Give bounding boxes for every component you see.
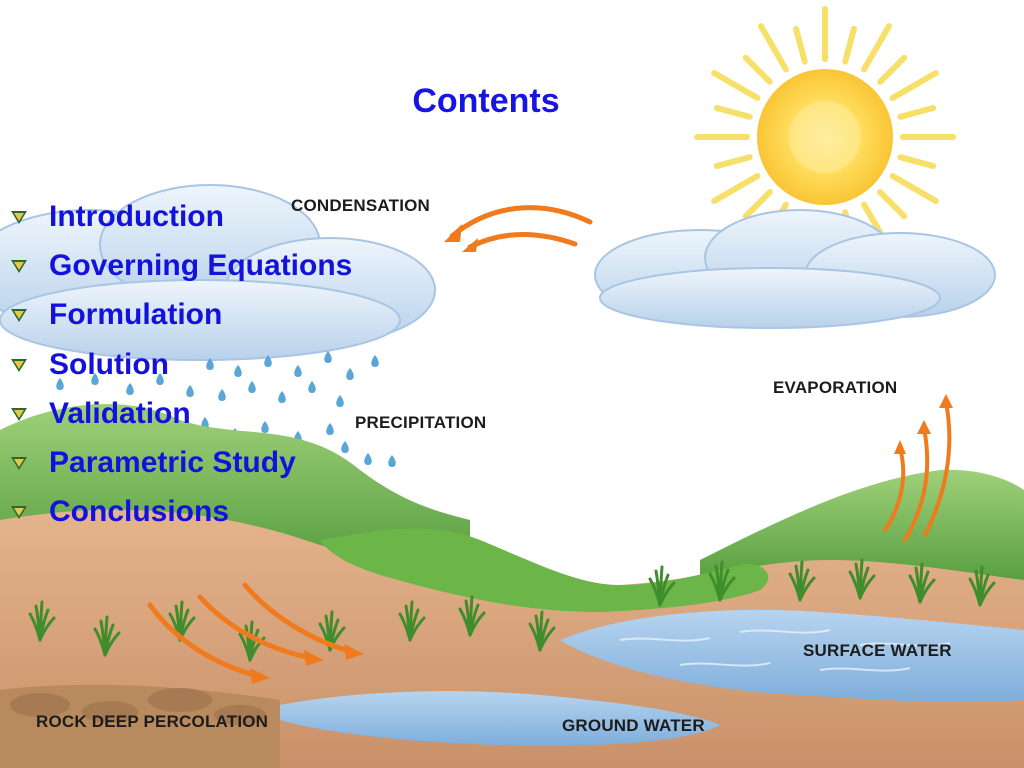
- sun-ray: [742, 189, 773, 220]
- raindrop: [294, 365, 302, 377]
- list-item: Solution: [10, 340, 352, 389]
- grass-blade: [978, 581, 996, 607]
- grass-blade: [38, 616, 56, 642]
- raindrop: [308, 381, 316, 393]
- arrow-icon: [894, 394, 953, 454]
- raindrop: [341, 441, 349, 453]
- triangle-down-bullet-icon: [11, 259, 27, 273]
- sun-ray: [877, 54, 908, 85]
- grass-blade: [468, 611, 486, 637]
- sun-ray: [711, 70, 761, 101]
- list-item: Formulation: [10, 291, 352, 340]
- triangle-down-bullet-icon: [11, 457, 27, 471]
- raindrop: [91, 373, 99, 385]
- raindrop: [56, 378, 64, 390]
- list-item-label: Solution: [49, 347, 169, 381]
- sun-ray: [711, 173, 761, 204]
- list-item-label: Validation: [49, 396, 191, 430]
- raindrop: [278, 391, 286, 403]
- list-item-label: Governing Equations: [49, 248, 353, 282]
- triangle-down-bullet-icon: [11, 407, 27, 421]
- raindrop: [186, 385, 194, 397]
- list-item: Governing Equations: [10, 241, 352, 290]
- arrow-icon: [147, 582, 355, 679]
- condensation-label: CONDENSATION: [291, 196, 431, 215]
- grass-blade: [718, 576, 736, 602]
- rock-deep-percolation-label: ROCK DEEP PERCOLATION: [36, 712, 269, 731]
- list-item: Validation: [10, 389, 352, 438]
- list-item-label: Conclusions: [49, 495, 230, 529]
- arrow-icon: [250, 644, 364, 684]
- evaporation-label: EVAPORATION: [773, 378, 898, 397]
- list-item: Parametric Study: [10, 438, 352, 487]
- cloud-icon: [594, 209, 996, 329]
- raindrop: [264, 355, 272, 367]
- raindrop: [234, 365, 242, 377]
- raindrop: [324, 351, 332, 363]
- rock-layer: [0, 684, 280, 768]
- raindrop: [218, 389, 226, 401]
- sun-ray: [742, 54, 773, 85]
- triangle-down-bullet-icon: [11, 210, 27, 224]
- sun-ray: [889, 70, 939, 101]
- list-item: Introduction: [10, 192, 352, 241]
- grass-blade: [918, 578, 936, 604]
- list-item-label: Formulation: [49, 298, 223, 332]
- surface-water-label: SURFACE WATER: [803, 641, 952, 660]
- raindrop: [346, 368, 354, 380]
- water-ripples: [619, 629, 951, 672]
- sun-ray: [758, 23, 789, 73]
- raindrop: [248, 381, 256, 393]
- grass-blade: [858, 574, 876, 600]
- arrow-icon: [883, 400, 952, 542]
- grass-blade: [103, 631, 121, 657]
- precipitation-label: PRECIPITATION: [355, 413, 487, 432]
- ground-water: [280, 691, 720, 746]
- sun-ray: [793, 25, 808, 65]
- raindrop: [336, 395, 344, 407]
- grass-icon: [28, 558, 996, 662]
- arrow-icon: [444, 224, 478, 252]
- sun-ray: [897, 105, 937, 120]
- arrow-icon: [449, 205, 593, 250]
- triangle-down-bullet-icon: [11, 358, 27, 372]
- raindrop: [126, 383, 134, 395]
- raindrop: [388, 455, 396, 467]
- sun-ray: [861, 23, 892, 73]
- grass-blade: [248, 636, 266, 662]
- contents-list: Introduction Governing Equations Formula…: [10, 192, 352, 537]
- triangle-down-bullet-icon: [11, 506, 27, 520]
- raindrop: [206, 358, 214, 370]
- grass-blade: [658, 581, 676, 607]
- list-item-label: Introduction: [49, 199, 224, 233]
- raindrop: [261, 421, 269, 433]
- grass-blade: [798, 576, 816, 602]
- slide-title: Contents: [412, 82, 560, 120]
- cloud-icon: [0, 184, 436, 361]
- raindrop: [371, 355, 379, 367]
- sun-ray: [842, 25, 857, 65]
- triangle-down-bullet-icon: [11, 309, 27, 323]
- list-item: Conclusions: [10, 488, 352, 537]
- sun-ray: [713, 154, 753, 169]
- raindrop: [326, 423, 334, 435]
- sun-ray: [877, 189, 908, 220]
- grass-blade: [408, 616, 426, 642]
- grass-blade: [538, 626, 556, 652]
- raindrop: [156, 373, 164, 385]
- ground-water-label: GROUND WATER: [562, 716, 705, 735]
- list-item-label: Parametric Study: [49, 446, 296, 480]
- sun-ray: [897, 154, 937, 169]
- raindrop: [364, 453, 372, 465]
- grass-blade: [328, 626, 346, 652]
- sun-ray: [713, 105, 753, 120]
- rocks: [10, 688, 266, 725]
- surface-water: [560, 609, 1024, 703]
- sun-ray: [889, 173, 939, 204]
